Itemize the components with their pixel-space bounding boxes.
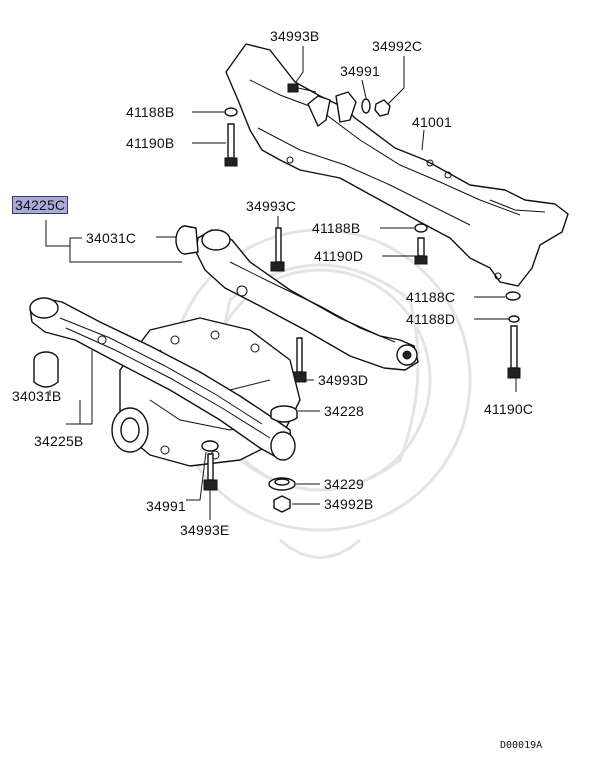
label-34993C: 34993C (246, 198, 297, 214)
drawing-code: D00019A (500, 740, 543, 751)
bolt-34993D (292, 337, 307, 383)
bushing-34229 (268, 477, 296, 491)
label-41190D: 41190D (314, 248, 364, 264)
label-41188D: 41188D (406, 311, 456, 327)
label-34228: 34228 (324, 403, 364, 419)
label-34993D: 34993D (318, 372, 369, 388)
label-34992B: 34992B (324, 496, 374, 512)
member-end-bushing (270, 431, 296, 461)
label-34991-bottom: 34991 (146, 498, 186, 514)
label-34993B-top: 34993B (270, 28, 320, 44)
label-41190B: 41190B (126, 135, 175, 151)
label-34225C-highlighted[interactable]: 34225C (12, 196, 69, 214)
bolt-41190C (507, 325, 521, 379)
label-34992C: 34992C (372, 38, 423, 54)
nut-34992C (374, 99, 391, 117)
label-41190C: 41190C (484, 401, 534, 417)
label-34991-top: 34991 (340, 63, 380, 79)
label-41188C: 41188C (406, 289, 456, 305)
bolt-34993B (287, 83, 317, 93)
nut-34992B (273, 495, 291, 513)
member-34225C (195, 229, 419, 371)
bushing-34228 (270, 405, 298, 423)
label-34031C: 34031C (86, 230, 137, 246)
bolt-41190B (224, 123, 238, 167)
washer-41188D (508, 315, 520, 323)
label-41188B-left: 41188B (126, 104, 175, 120)
bolt-41190D (414, 237, 428, 265)
washer-41188C (505, 291, 521, 301)
washer-34991-bottom (201, 440, 219, 452)
washer-34991-top (361, 98, 371, 114)
crossmember-41001 (225, 43, 569, 287)
bushing-34031B (33, 351, 59, 388)
leader-lines (45, 46, 517, 520)
label-34229: 34229 (324, 476, 364, 492)
washer-41188B-left (224, 107, 238, 117)
washer-41188B-right (414, 223, 428, 233)
label-34993E: 34993E (180, 522, 230, 538)
label-41188B-right: 41188B (312, 220, 361, 236)
label-34031B: 34031B (12, 388, 62, 404)
member-34225B (29, 297, 293, 459)
bushing-34031C (175, 225, 199, 255)
label-34225B[interactable]: 34225B (34, 433, 84, 449)
label-41001: 41001 (412, 114, 452, 130)
